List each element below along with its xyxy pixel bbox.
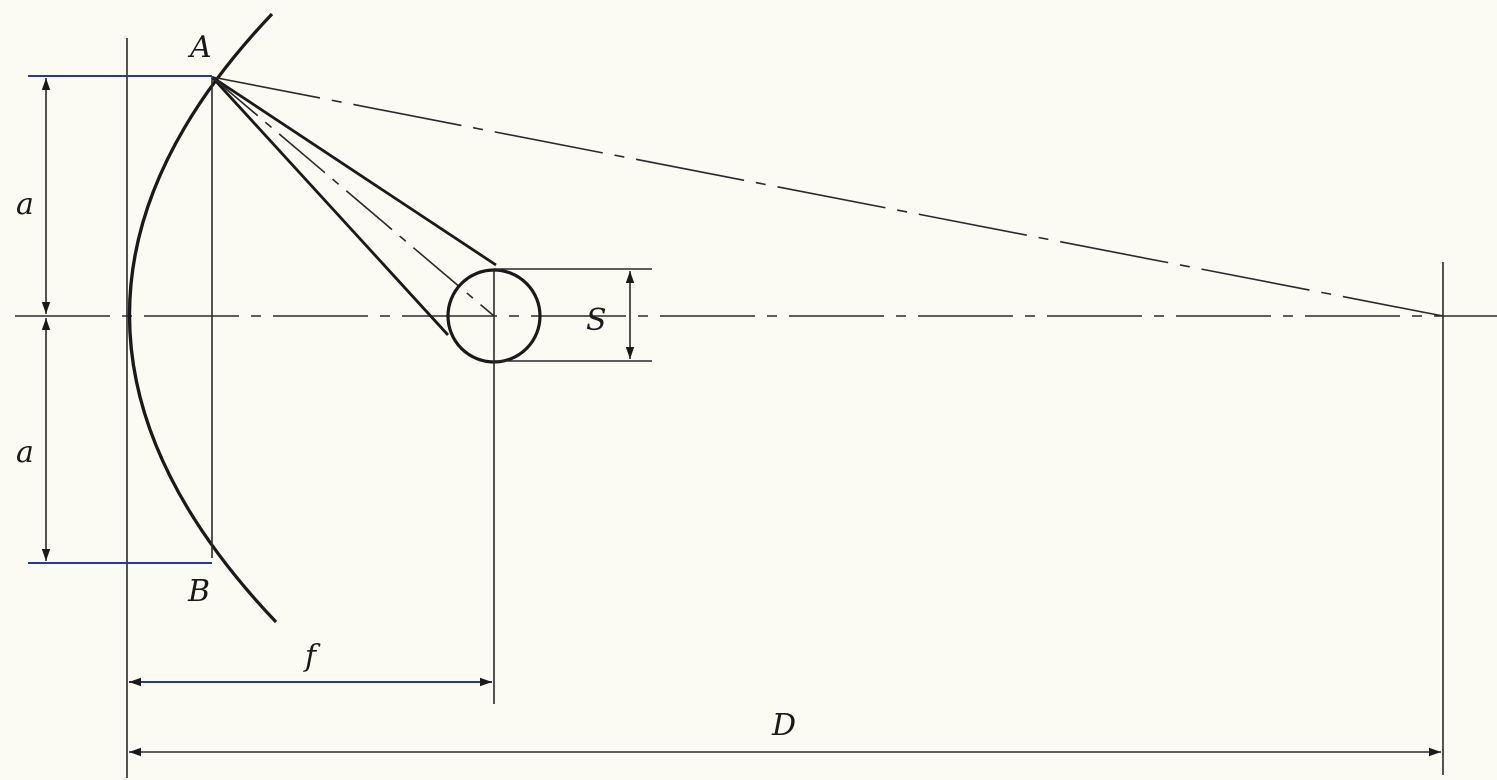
label-a-lower: a — [16, 435, 34, 470]
label-point-b: B — [187, 574, 210, 609]
label-d: D — [771, 708, 796, 743]
ray-a-center — [211, 76, 495, 317]
label-a-upper: a — [16, 187, 34, 222]
ray-a-tangent-upper — [211, 75, 497, 267]
parabolic-reflector — [127, 12, 278, 624]
label-f: f — [303, 639, 321, 674]
ray-a-to-far-point — [211, 76, 1444, 317]
label-s: S — [586, 303, 607, 338]
ray-a-tangent-lower — [210, 76, 450, 336]
label-point-a: A — [187, 30, 212, 65]
